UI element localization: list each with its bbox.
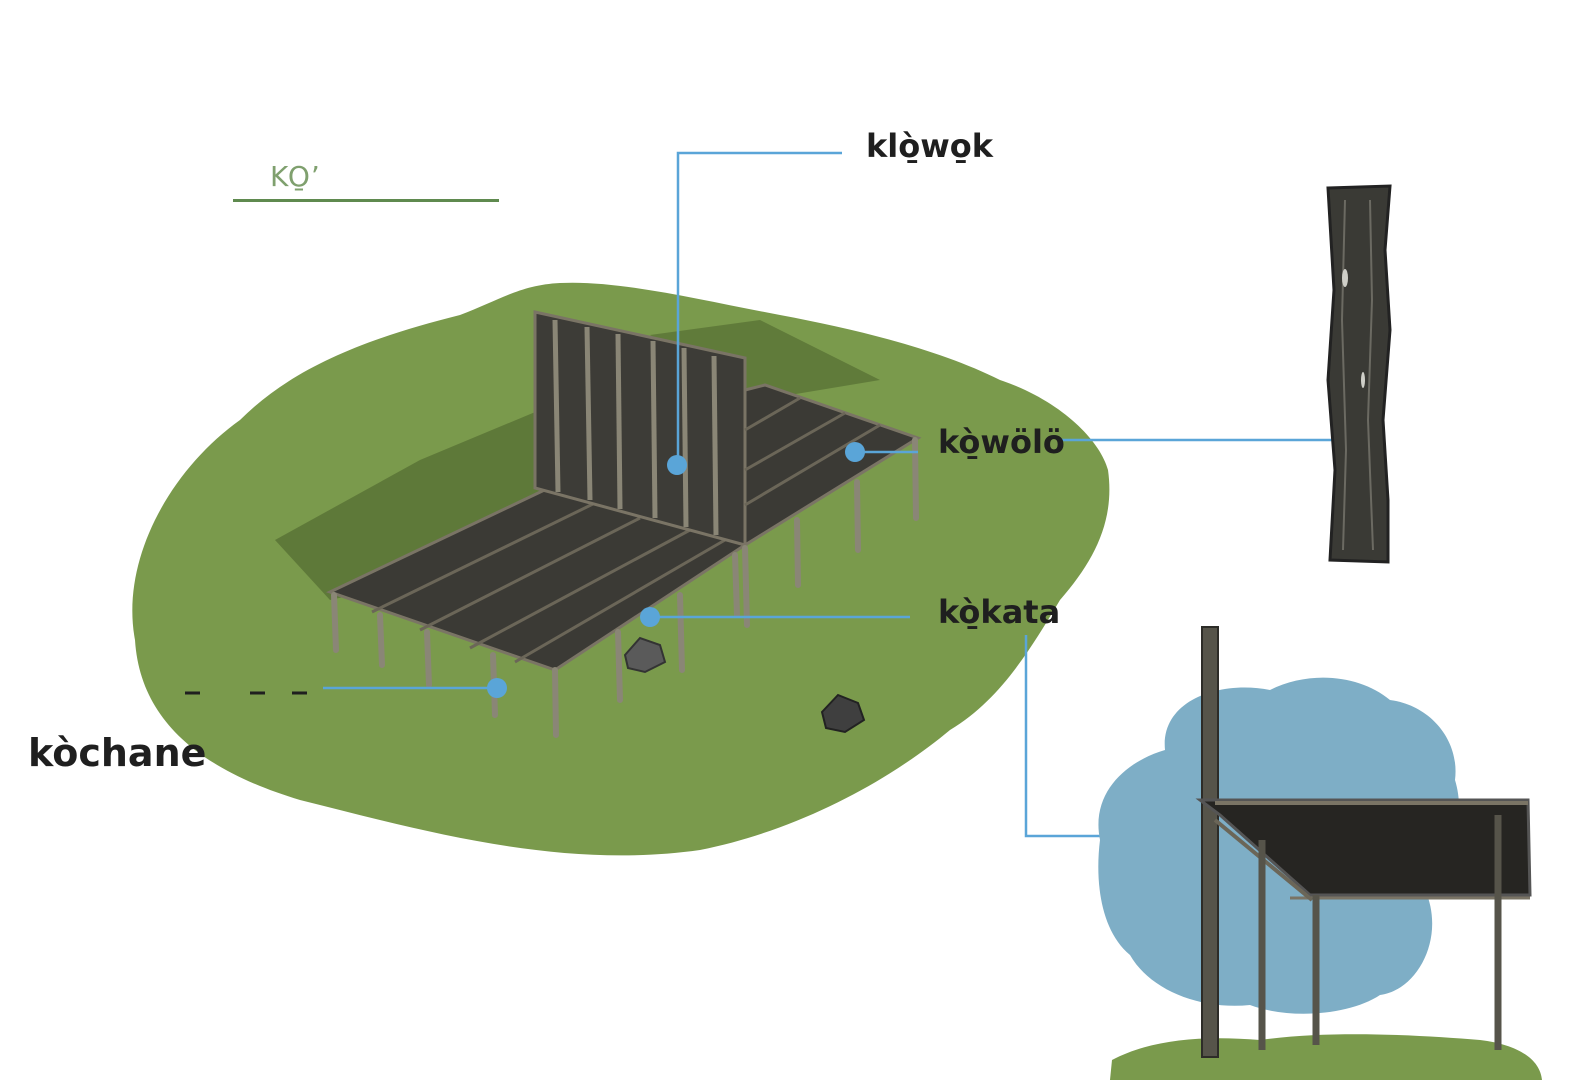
label-kowolo: kò̱wölö xyxy=(938,423,1065,461)
side-grass xyxy=(1110,1034,1542,1080)
platform-leg xyxy=(555,670,556,735)
leader-dot-klowok xyxy=(667,455,687,475)
wall-pole xyxy=(653,341,655,518)
label-kokata: kò̱kata xyxy=(938,593,1060,631)
leader-dot-kowolo xyxy=(845,442,865,462)
label-kochane: kòchane xyxy=(28,731,206,775)
post-knot xyxy=(1361,372,1365,388)
wall-pole xyxy=(714,356,716,535)
label-klowok: klò̱wo̱k xyxy=(866,127,993,165)
title-underline xyxy=(233,199,499,202)
platform-leg xyxy=(797,520,798,585)
platform-leg xyxy=(735,555,737,615)
wall-pole xyxy=(684,348,686,527)
side-tall-post xyxy=(1202,627,1218,1057)
platform-leg xyxy=(618,632,620,700)
post-knot xyxy=(1342,269,1348,287)
platform-leg xyxy=(427,632,429,685)
leader-dot-kokata xyxy=(640,607,660,627)
platform-leg xyxy=(334,595,336,650)
wooden-post xyxy=(1328,186,1390,562)
platform-leg xyxy=(680,595,682,670)
leader-dot-kochane xyxy=(487,678,507,698)
wall-pole xyxy=(618,334,620,509)
wall-pole xyxy=(555,320,558,492)
wall-pole xyxy=(587,327,590,500)
platform-leg xyxy=(380,615,382,665)
page-title: KO̱’ xyxy=(270,160,321,193)
platform-leg xyxy=(857,482,858,550)
platform-leg xyxy=(745,548,747,625)
